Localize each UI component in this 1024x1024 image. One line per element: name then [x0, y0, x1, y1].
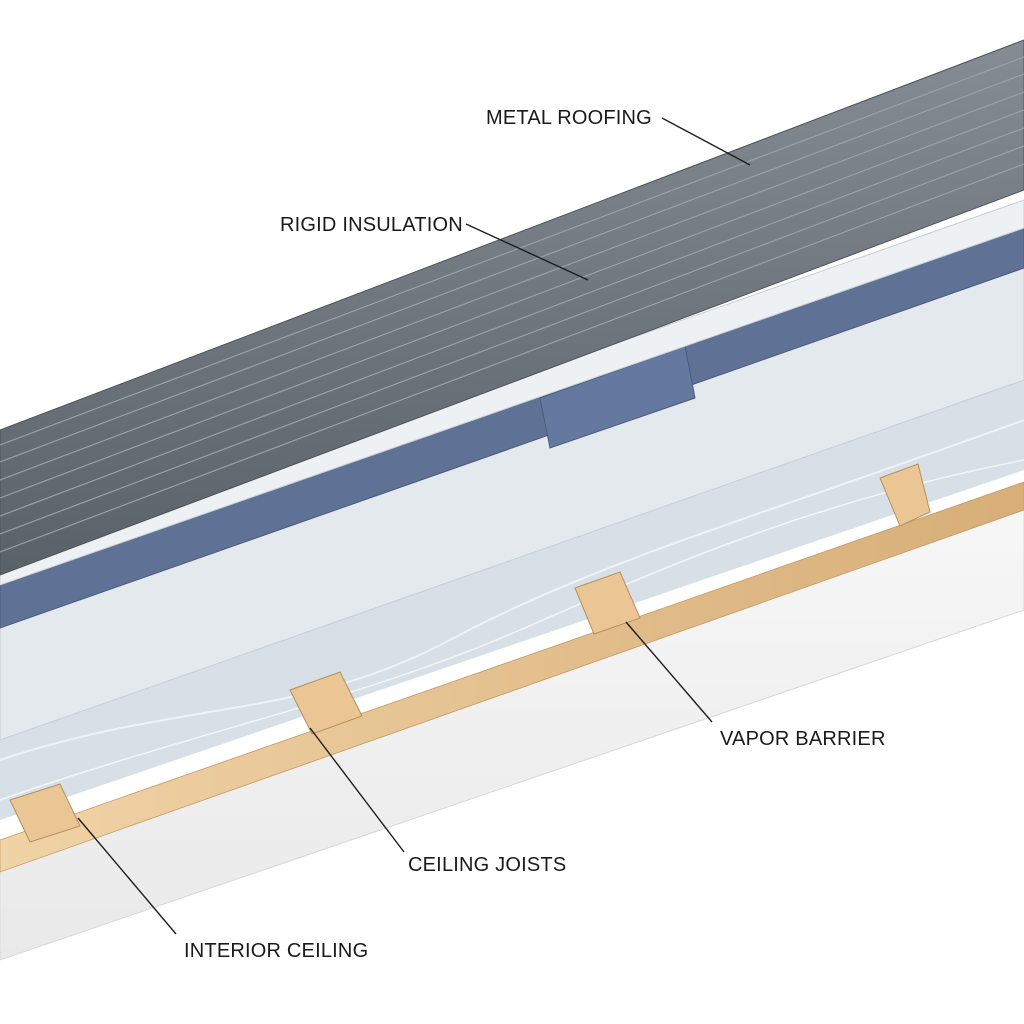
joist: [289, 671, 363, 735]
vapor-barrier-film-line: [0, 419, 1024, 761]
vapor-barrier-film-line-2: [0, 459, 1024, 801]
leader-rigid-insulation: [465, 223, 589, 281]
joist: [879, 463, 931, 527]
label-metal-roofing: METAL ROOFING: [486, 107, 652, 129]
metal-roofing-ribs: [0, 56, 1024, 553]
leader-interior-ceiling: [77, 817, 177, 935]
leader-lines: [77, 117, 751, 935]
metal-roofing-panel: [0, 39, 1024, 576]
label-interior-ceiling: INTERIOR CEILING: [184, 940, 368, 962]
joist: [9, 783, 81, 843]
label-ceiling-joists: CEILING JOISTS: [408, 854, 566, 876]
leader-metal-roofing: [661, 117, 751, 166]
ceiling-wood-strip: [0, 481, 1024, 873]
joist: [574, 571, 641, 635]
leader-ceiling-joists: [309, 727, 405, 853]
label-vapor-barrier: VAPOR BARRIER: [720, 728, 886, 750]
rigid-insulation-upper: [0, 199, 1024, 586]
leader-vapor-barrier: [625, 621, 713, 723]
ceiling-joists: [9, 463, 931, 843]
label-rigid-insulation: RIGID INSULATION: [280, 214, 463, 236]
